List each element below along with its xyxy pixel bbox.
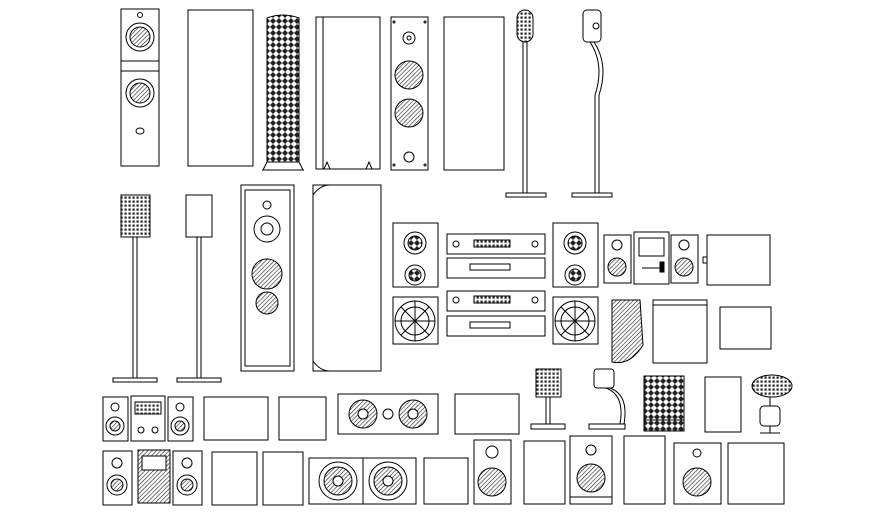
desk-speaker-curved: [588, 368, 626, 430]
tall-floor-speaker-side: [312, 184, 382, 372]
bookshelf-speaker-front-row5: [473, 439, 512, 505]
side-panels-row5c: [623, 435, 666, 505]
grille-speaker-row5: [523, 435, 613, 505]
mini-system-row5: [102, 449, 203, 506]
bookshelf-speaker-side-3: [719, 306, 772, 350]
mini-system-front: [603, 231, 699, 285]
tower-speaker-front-tweeter-woofers: [390, 16, 429, 171]
side-panels-row5: [211, 451, 304, 506]
bookshelf-speaker-side-1: [702, 234, 771, 286]
center-channel-side: [454, 393, 520, 435]
pod-speaker: [751, 374, 793, 434]
side-panels-row5b: [423, 457, 469, 505]
bookshelf-speaker-side-2: [652, 299, 708, 364]
hatched-box-speaker: [643, 375, 685, 432]
hifi-stack-system: [392, 222, 599, 345]
desk-speaker-grille: [530, 368, 566, 430]
tower-speaker-side-spikes: [315, 16, 381, 170]
stand-speaker-plain-small: [176, 194, 222, 383]
bookshelf-speaker-front-row5b: [673, 442, 785, 505]
dual-woofer-cabinet: [308, 457, 417, 505]
stand-speaker-front: [505, 9, 547, 198]
tower-speaker-front-twin-woofer: [120, 8, 160, 167]
stand-speaker-grille-small: [112, 194, 158, 383]
tall-floor-speaker-front: [240, 184, 295, 372]
mini-system-row4: [102, 395, 194, 442]
tower-speaker-side-plain: [443, 16, 505, 171]
tower-speaker-hatched-grille: [262, 14, 304, 171]
side-panels-row4: [203, 396, 327, 441]
tower-speaker-side: [187, 9, 254, 167]
hatched-speaker-angled: [611, 299, 644, 364]
speaker-side-row4: [704, 376, 742, 433]
center-channel-speaker: [337, 393, 439, 435]
stand-speaker-side-curved: [571, 9, 613, 198]
